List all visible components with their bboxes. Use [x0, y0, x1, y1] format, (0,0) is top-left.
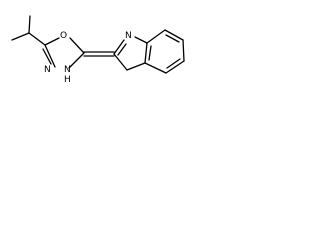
- bond-c5-n4: [68, 52, 85, 69]
- bond-c2-o1: [44, 37, 60, 46]
- bond-n3-c2: [44, 44, 56, 68]
- bond-c7a-c7: [146, 29, 166, 44]
- bond-methyl-left: [11, 32, 30, 41]
- atom-labels: O N N N H: [44, 31, 132, 85]
- bond-n1-c7a: [134, 36, 148, 44]
- bond-c2-n1: [113, 39, 125, 55]
- indole-nitrogen-label: N: [125, 31, 132, 41]
- ring-nitrogen-label: N: [44, 65, 51, 75]
- bond-c3a-c7a: [144, 42, 148, 64]
- bond-c3-c3a: [126, 62, 146, 71]
- oxadiazole-ring: [42, 37, 85, 69]
- indole-pyrrole-ring: [113, 36, 148, 71]
- bond-c2-c3: [113, 53, 128, 71]
- bond-methyl-up: [28, 15, 31, 34]
- bond-c7-c6-double: [165, 34, 180, 43]
- nh-hydrogen-label: H: [64, 75, 71, 85]
- chemical-structure-diagram: O N N N H: [11, 15, 185, 85]
- bond-n3-c2-double: [42, 48, 52, 65]
- bond-c4-c3a: [144, 62, 167, 74]
- bond-o1-c5: [69, 37, 85, 54]
- bond-c6-c5: [182, 39, 185, 62]
- bond-c2-n1-double: [117, 43, 127, 56]
- exocyclic-double-bond: [83, 51, 115, 57]
- bond-c3a-c7a-double: [148, 45, 152, 61]
- bond-isopropyl-ring: [28, 32, 46, 46]
- oxygen-atom-label: O: [60, 31, 67, 41]
- nh-nitrogen-label: N: [64, 65, 71, 75]
- isopropyl-group: [11, 15, 46, 46]
- bond-c7-c6: [164, 29, 184, 41]
- indole-benzene-ring: [144, 29, 185, 74]
- bond-c5-c4: [165, 60, 185, 74]
- bond-c5-c4-double: [166, 58, 181, 69]
